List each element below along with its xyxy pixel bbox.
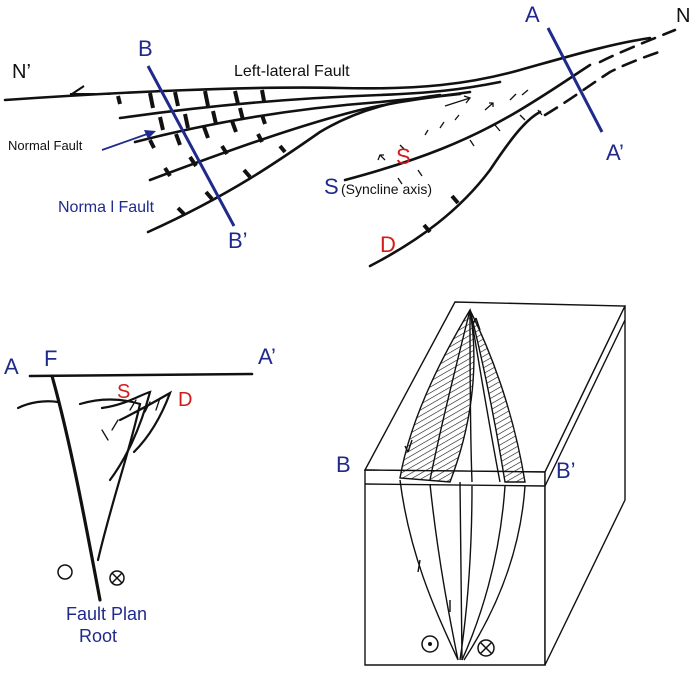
section-label-s: S [117, 381, 130, 403]
left-lateral-arrow [70, 85, 110, 95]
fault-branch-4 [146, 93, 442, 234]
map-small-arrows [377, 89, 543, 185]
cross-section [16, 372, 254, 602]
section-label-a-prime: A’ [258, 344, 276, 369]
left-lateral-fault-label: Left-lateral Fault [234, 63, 350, 80]
normal-fault-label: Normal Fault [8, 138, 83, 153]
fault-surface-front [399, 479, 526, 661]
label-n: N [676, 5, 690, 27]
block-right-face [544, 305, 626, 666]
section-line-b [146, 65, 236, 227]
dashed-fault-upper [598, 28, 677, 64]
label-b: B [138, 36, 153, 61]
fault-wedge-top-2 [469, 309, 526, 483]
normal-fault-ticks [116, 89, 460, 234]
label-a-prime: A’ [606, 140, 624, 165]
label-s-red: S [396, 144, 411, 169]
section-line-a [546, 27, 604, 133]
label-n-prime: N’ [12, 61, 31, 83]
left-bed [16, 400, 60, 410]
label-s-blue: S [324, 174, 339, 199]
normal-fault-pointer [101, 130, 156, 151]
splay-3 [118, 390, 173, 454]
into-page-symbol [109, 570, 125, 586]
map-view [3, 28, 677, 268]
fault-branch-3 [148, 92, 462, 182]
label-d: D [380, 232, 396, 257]
fault-wedge-top [399, 308, 475, 483]
main-fault-plane [50, 374, 102, 602]
surface-line [28, 372, 254, 378]
out-of-page-symbol [57, 564, 73, 580]
block-diagram [363, 301, 627, 666]
fault-branch-1 [118, 80, 502, 120]
normal-fault-blue-label: Norma l Fault [58, 199, 155, 216]
dashed-fault-lower [543, 48, 667, 117]
left-lateral-fault-trace [3, 36, 652, 102]
block-label-b: B [336, 452, 351, 477]
block-out-symbol [421, 635, 439, 653]
root-label: Root [79, 626, 117, 646]
label-a: A [525, 2, 540, 27]
block-into-symbol [477, 639, 495, 657]
splay-arrows [101, 397, 161, 441]
fault-plan-label: Fault Plan [66, 604, 147, 624]
syncline-axis-label: (Syncline axis) [341, 181, 432, 197]
splay-1 [78, 398, 142, 562]
splay-2 [100, 390, 152, 482]
section-label-f: F [44, 346, 57, 371]
section-label-d: D [178, 389, 192, 411]
syncline-axis-line [343, 63, 592, 182]
d-line [368, 110, 542, 268]
label-b-prime: B’ [228, 228, 248, 253]
block-front-face [364, 469, 546, 666]
section-label-a: A [4, 354, 19, 379]
block-label-b-prime: B’ [556, 458, 576, 483]
